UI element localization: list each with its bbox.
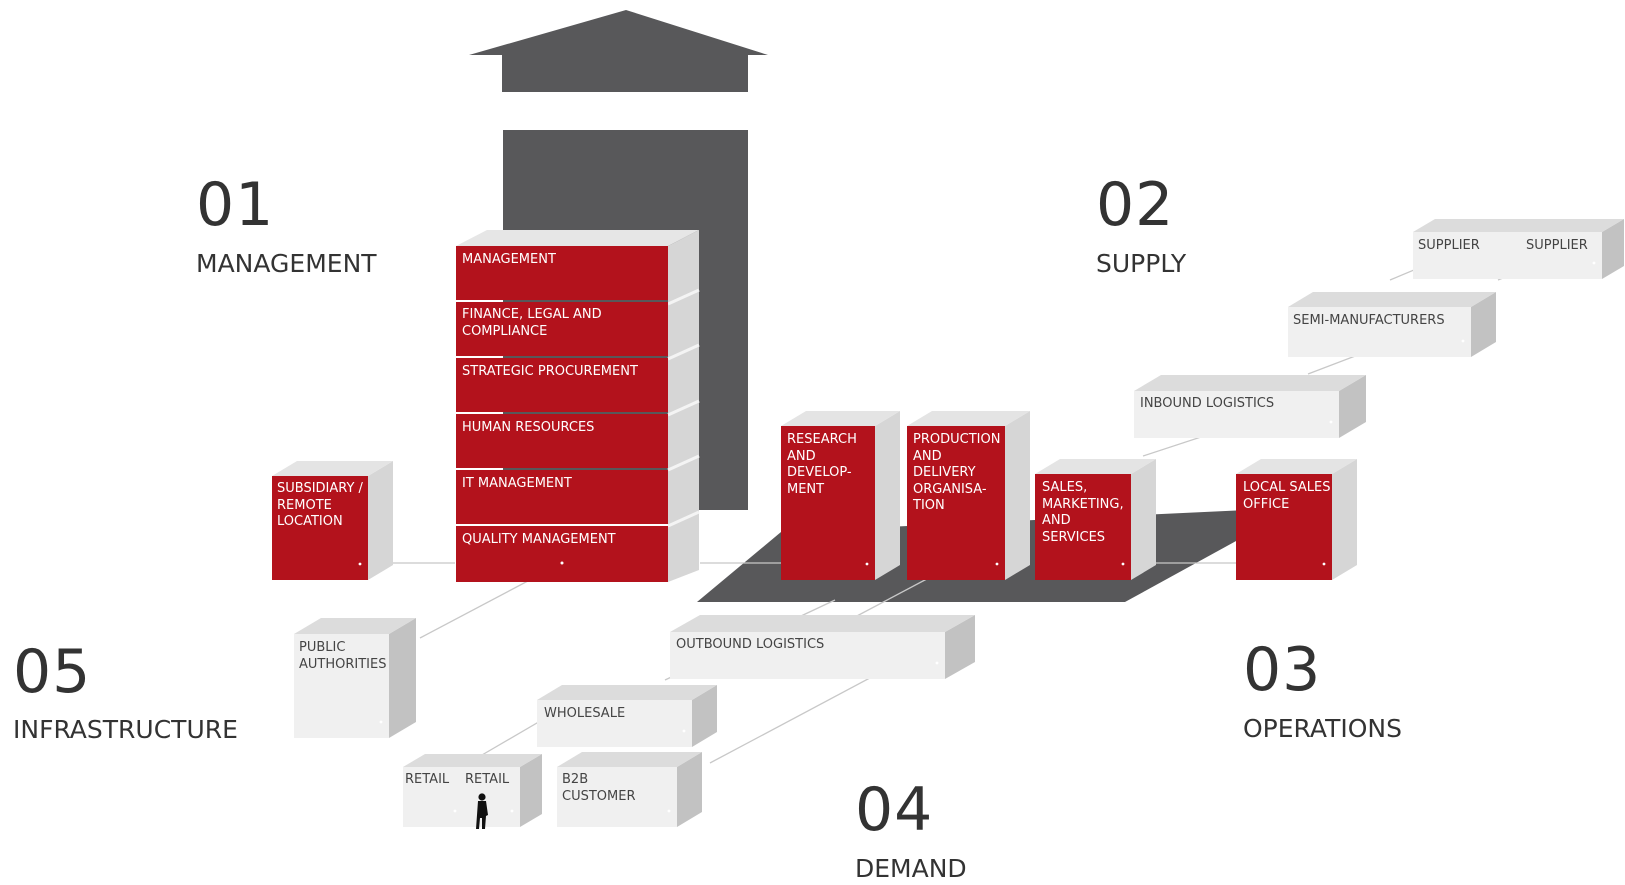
section-05-number: 05: [13, 637, 92, 707]
section-04-number: 04: [855, 775, 934, 845]
box-supplier-2: [1500, 219, 1624, 279]
stack-cell-5: [456, 470, 668, 524]
box-production-delivery: [907, 411, 1030, 580]
management-stack-cells: [456, 246, 668, 582]
box-sales-marketing: [1035, 459, 1156, 580]
label-semi-manufacturers: SEMI-MANUFACTURERS: [1293, 313, 1445, 328]
label-wholesale: WHOLESALE: [544, 706, 626, 721]
grey-boxes: [294, 219, 1624, 827]
box-local-sales-office: [1236, 459, 1357, 580]
label-local-sales-office: LOCAL SALES OFFICE: [1243, 480, 1331, 512]
box-retail-2: [460, 754, 542, 827]
section-03-title: OPERATIONS: [1243, 714, 1402, 743]
stack-cell-1: [456, 246, 668, 300]
section-03-number: 03: [1243, 635, 1322, 705]
label-production-and-delivery: PRODUCTION AND DELIVERY ORGANISA- TION: [913, 432, 1001, 513]
person-silhouette-icon: [476, 793, 488, 829]
box-subsidiary: [272, 461, 393, 580]
section-01-number: 01: [196, 170, 275, 240]
stack-cell-4: [456, 414, 668, 468]
label-retail-2: RETAIL: [465, 772, 510, 787]
label-public-authorities: PUBLIC AUTHORITIES: [299, 640, 387, 672]
house-roof: [469, 10, 768, 92]
stack-label-management: MANAGEMENT: [462, 252, 556, 267]
section-02-title: SUPPLY: [1096, 249, 1187, 278]
stack-cell-3: [456, 358, 668, 412]
box-public-authorities: [294, 618, 416, 738]
section-02-number: 02: [1096, 170, 1175, 240]
red-boxes: [272, 411, 1357, 580]
management-stack-frame: [456, 230, 700, 582]
stack-dot: [560, 561, 564, 565]
box-semi-manufacturers: [1288, 292, 1496, 357]
label-supplier-2: SUPPLIER: [1526, 238, 1588, 253]
stack-label-quality-management: QUALITY MANAGEMENT: [462, 532, 616, 547]
stack-label-human-resources: HUMAN RESOURCES: [462, 420, 595, 435]
label-research-and-development: RESEARCH AND DEVELOP- MENT: [787, 432, 857, 497]
stack-label-strategic-procurement: STRATEGIC PROCUREMENT: [462, 364, 638, 379]
section-04-title: DEMAND: [855, 854, 967, 883]
label-outbound-logistics: OUTBOUND LOGISTICS: [676, 637, 825, 652]
label-retail-1: RETAIL: [405, 772, 450, 787]
section-01-title: MANAGEMENT: [196, 249, 377, 278]
label-supplier-1: SUPPLIER: [1418, 238, 1480, 253]
box-inbound-logistics: [1134, 375, 1366, 438]
box-b2b-customer: [557, 752, 702, 827]
box-research-development: [781, 411, 900, 580]
label-sales-marketing-services: SALES, MARKETING, AND SERVICES: [1042, 480, 1124, 545]
stack-label-finance-legal-compliance: FINANCE, LEGAL AND COMPLIANCE: [462, 307, 602, 339]
label-b2b-customer: B2B CUSTOMER: [562, 772, 636, 804]
section-05-title: INFRASTRUCTURE: [13, 715, 238, 744]
box-outbound-logistics: [670, 615, 975, 679]
box-wholesale: [537, 685, 717, 747]
label-inbound-logistics: INBOUND LOGISTICS: [1140, 396, 1275, 411]
stack-cell-6: [456, 526, 668, 582]
stack-cell-2: [456, 302, 668, 356]
label-subsidiary-remote-location: SUBSIDIARY / REMOTE LOCATION: [277, 481, 363, 529]
stack-label-it-management: IT MANAGEMENT: [462, 476, 572, 491]
